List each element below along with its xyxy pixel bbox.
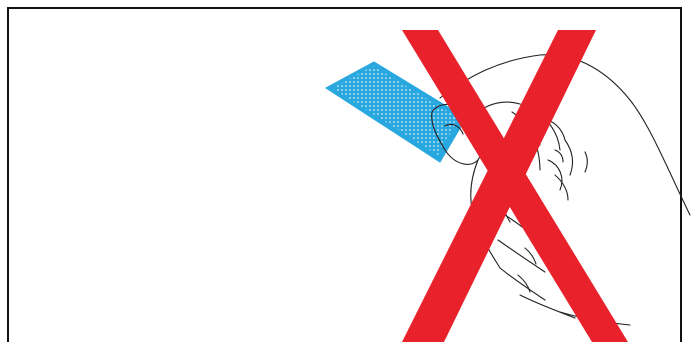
red-x-cross-icon bbox=[402, 30, 628, 342]
